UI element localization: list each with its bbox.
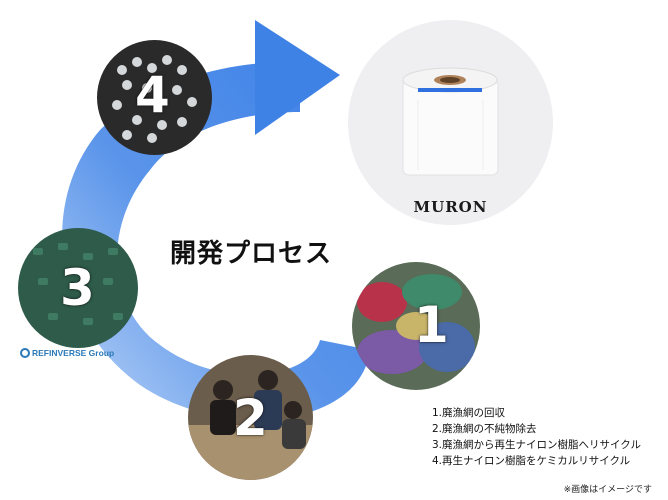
legend-item: 1.廃漁網の回収 [432,407,506,419]
step-1-number: 1 [414,296,449,354]
step-4-number: 4 [135,66,170,124]
image-note: ※画像はイメージです [563,485,652,495]
logo-mark-icon [20,348,30,358]
legend-item: 3.廃漁網から再生ナイロン樹脂へリサイクル [432,439,641,451]
step-1-image: 1 [352,262,480,390]
partner-logo: REFINVERSE Group [20,348,114,358]
step-3-image: 3 [18,228,138,348]
cycle-arrow-head [255,20,340,135]
legend-item: 2.廃漁網の不純物除去 [432,423,537,435]
step-legend: 1.廃漁網の回収 2.廃漁網の不純物除去 3.廃漁網から再生ナイロン樹脂へリサイ… [432,405,641,469]
step-3-number: 3 [60,259,95,317]
green-pellets-icon [33,243,123,325]
workers-icon [188,370,313,480]
product-brand: MURON [413,198,488,216]
yarn-spool-icon [402,67,499,176]
fishing-nets-icon [357,274,475,374]
diagram-title: 開発プロセス [170,239,333,269]
legend-item: 4.再生ナイロン樹脂をケミカルリサイクル [432,455,631,467]
step-2-image: 2 [188,355,313,480]
step-2-number: 2 [233,389,268,447]
step-4-image: 4 [97,40,212,155]
pellets-icon [112,55,197,143]
product-spool-image: MURON [348,20,553,225]
partner-logo-text: REFINVERSE Group [32,348,115,358]
